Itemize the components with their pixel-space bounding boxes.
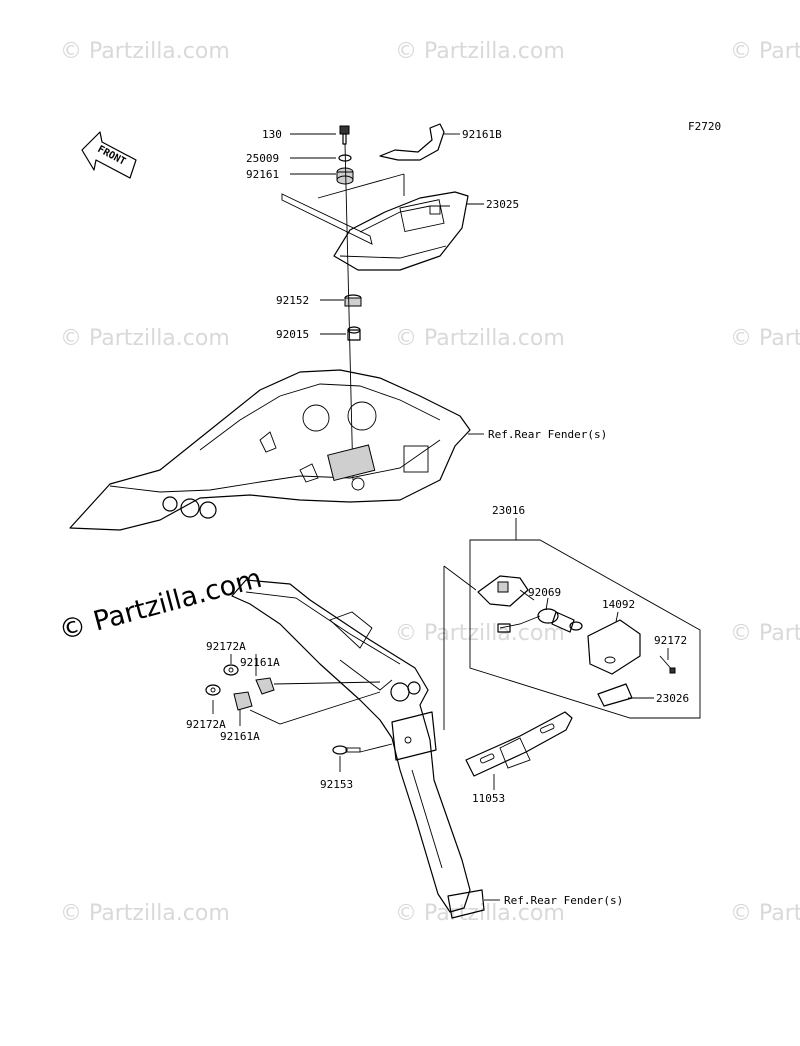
reflector-23026: [597, 683, 633, 707]
guide-line: [344, 143, 354, 481]
part-label: 92172A: [186, 718, 226, 731]
watermark: © Partzilla.com: [60, 39, 230, 64]
part-label: 92172: [654, 634, 687, 647]
part-labels: 130 25009 92161 92161B 23025 92152 92015…: [186, 128, 689, 907]
license-plate-stay: [231, 579, 485, 919]
watermark: © Partzilla.com: [730, 326, 800, 351]
collar-92152: [344, 294, 362, 307]
bracket-92161b: [379, 123, 445, 161]
part-label: 23026: [656, 692, 689, 705]
watermark: © Partzilla.com: [60, 901, 230, 926]
guide-line: [317, 173, 405, 199]
grommet-92161a-upper: [255, 677, 275, 695]
nut-92172a-lower: [205, 684, 221, 696]
light-housing-23016: [477, 575, 535, 607]
part-label: 92015: [276, 328, 309, 341]
part-label: 92161: [246, 168, 279, 181]
watermarks: © Partzilla.com © Partzilla.com © Partzi…: [60, 39, 800, 926]
watermark: © Partzilla.com: [60, 326, 230, 351]
watermark: © Partzilla.com: [730, 39, 800, 64]
bolt-130: [339, 125, 350, 145]
license-bracket-11053: [465, 711, 573, 777]
part-label: 92161A: [240, 656, 280, 669]
part-label: 130: [262, 128, 282, 141]
watermark: © Partzilla.com: [395, 621, 565, 646]
part-label: 92161A: [220, 730, 260, 743]
bolt-92153: [332, 745, 361, 755]
front-arrow-icon: FRONT: [81, 131, 137, 179]
part-label: 92172A: [206, 640, 246, 653]
screw-92172: [659, 655, 676, 674]
watermark: © Partzilla.com: [395, 326, 565, 351]
socket-92069: [497, 608, 575, 633]
watermark: © Partzilla.com: [730, 621, 800, 646]
part-label: 14092: [602, 598, 635, 611]
leader-lines: [212, 133, 669, 901]
part-label: 23016: [492, 504, 525, 517]
tail-light-box: [443, 539, 701, 730]
nut-92172a-upper: [223, 664, 239, 676]
main-watermark: © Partzilla.com: [56, 563, 265, 647]
lens-14092: [587, 619, 641, 675]
watermark: © Partzilla.com: [395, 901, 565, 926]
watermark: © Partzilla.com: [395, 39, 565, 64]
part-label: 92153: [320, 778, 353, 791]
part-label: 92069: [528, 586, 561, 599]
part-label: 92152: [276, 294, 309, 307]
part-label: 11053: [472, 792, 505, 805]
rear-fender-upper: [69, 369, 471, 531]
grommet-92161a-lower: [233, 691, 253, 711]
collar-92015: [347, 326, 361, 341]
part-label: 23025: [486, 198, 519, 211]
bulb-icon: [569, 621, 583, 631]
grommet-92161: [336, 167, 354, 185]
tail-cover-23025: [281, 191, 469, 271]
watermark: © Partzilla.com: [730, 901, 800, 926]
part-label: Ref.Rear Fender(s): [488, 428, 607, 441]
diagram-code: F2720: [688, 120, 721, 133]
part-label: Ref.Rear Fender(s): [504, 894, 623, 907]
part-label: 25009: [246, 152, 279, 165]
part-label: 92161B: [462, 128, 502, 141]
